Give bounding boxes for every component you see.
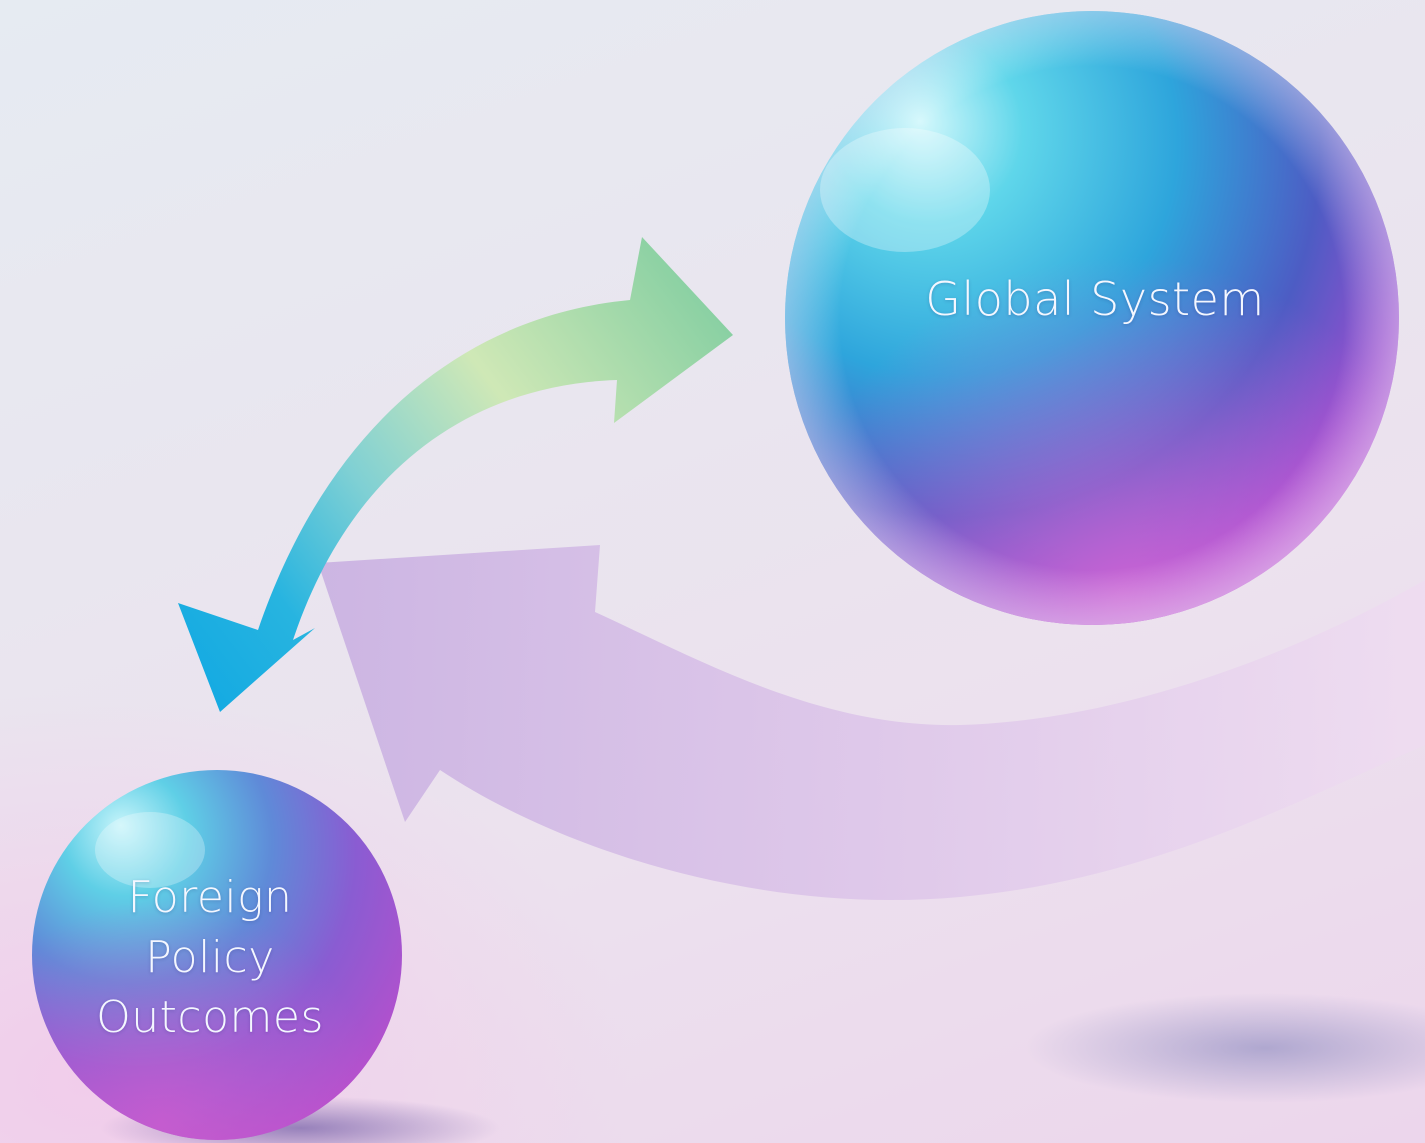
- global-system-sphere-highlight: [820, 128, 990, 252]
- foreign-policy-sphere-bottom-tint: [32, 770, 402, 1140]
- global-system-label: Global System: [925, 272, 1265, 326]
- global-system-node: [785, 11, 1399, 625]
- global-system-floor-shadow: [1025, 993, 1425, 1103]
- two-way-arrow: [178, 237, 733, 712]
- foreign-policy-label: Foreign Policy Outcomes: [60, 868, 360, 1048]
- foreign-policy-label-line-1: Foreign: [127, 872, 293, 923]
- foreign-policy-label-line-2: Policy: [145, 932, 275, 983]
- global-system-sphere-rim: [785, 11, 1399, 625]
- foreign-policy-outcomes-node: [32, 770, 402, 1140]
- foreign-policy-sphere-highlight: [95, 812, 205, 888]
- influence-arrow: [318, 545, 1425, 901]
- foreign-policy-label-line-3: Outcomes: [96, 992, 324, 1043]
